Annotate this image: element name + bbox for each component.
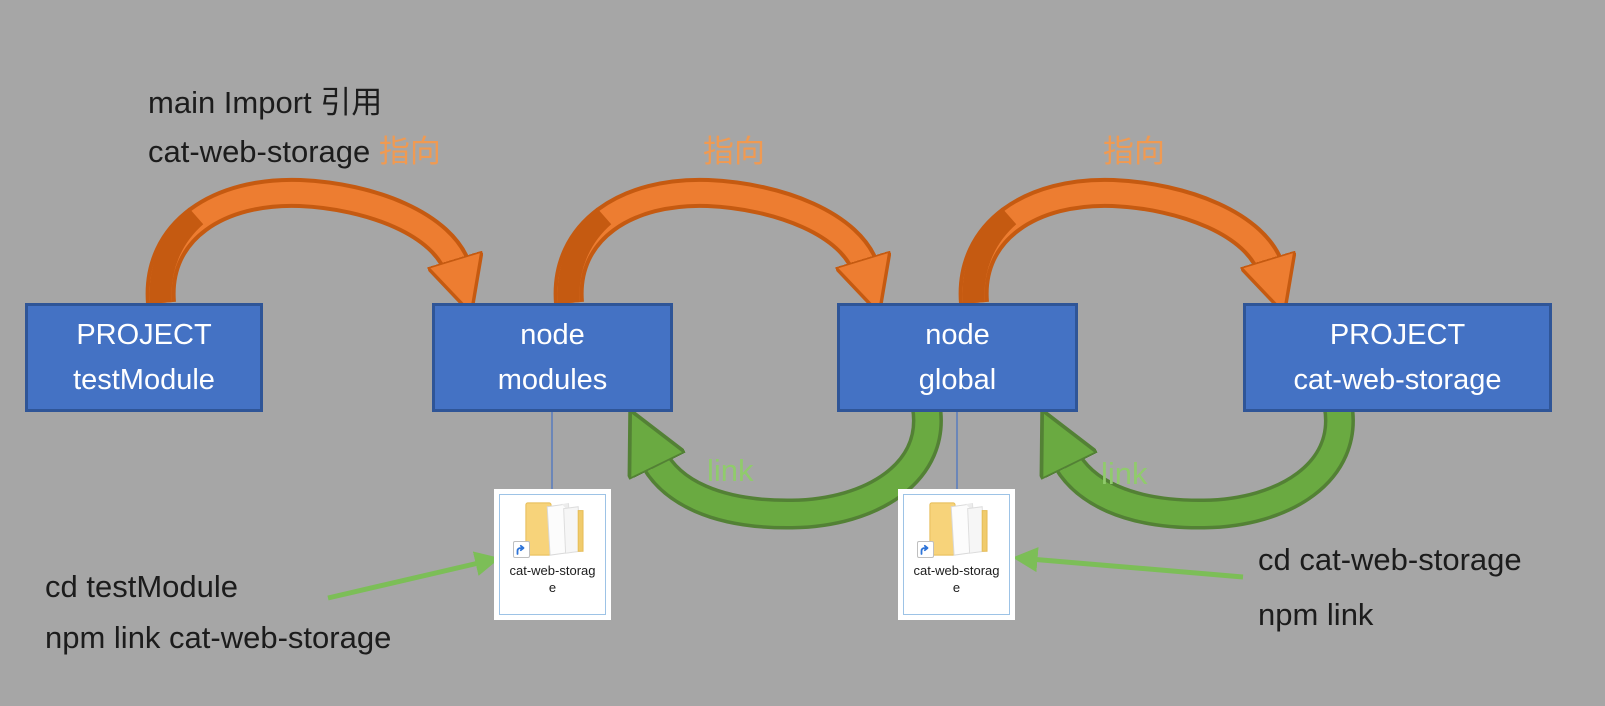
command-note-left: cd testModule npm link cat-web-storage bbox=[45, 561, 391, 663]
folder-glyph bbox=[928, 502, 988, 556]
pointer-label: 指向 bbox=[703, 134, 765, 169]
folder-caption: cat-web-storag e bbox=[509, 563, 596, 595]
box-label-line: PROJECT bbox=[76, 318, 212, 351]
folder-caption: cat-web-storag e bbox=[913, 563, 1000, 595]
node-box-node-modules: node modules bbox=[432, 303, 673, 412]
callout-arrow-left-folder bbox=[327, 551, 501, 601]
link-label: link bbox=[707, 453, 754, 488]
import-note: main Import 引用 cat-web-storage 指向 bbox=[148, 78, 441, 176]
box-label-line: testModule bbox=[73, 363, 215, 396]
pointer-arc-modules-to-global bbox=[553, 177, 866, 303]
box-label-line: cat-web-storage bbox=[1293, 363, 1502, 396]
folder-icon bbox=[916, 498, 993, 560]
pointer-label: 指向 bbox=[378, 134, 441, 169]
pointer-arc-testmodule-to-modules bbox=[145, 177, 458, 303]
box-label-line: modules bbox=[497, 363, 608, 396]
folder-shortcut-card: cat-web-storag e bbox=[494, 489, 611, 620]
command-line: cd testModule bbox=[45, 569, 238, 604]
link-arc-catwebstorage-to-global bbox=[1064, 402, 1355, 530]
callout-arrow-right-folder bbox=[1012, 547, 1244, 580]
node-box-node-global: node global bbox=[837, 303, 1078, 412]
shortcut-arrow-icon bbox=[512, 541, 530, 558]
box-label-line: PROJECT bbox=[1329, 318, 1466, 351]
pointer-label: 指向 bbox=[1103, 134, 1165, 169]
import-note-line1: main Import 引用 bbox=[148, 85, 383, 120]
folder-glyph bbox=[524, 502, 584, 556]
node-box-project-catwebstorage: PROJECT cat-web-storage bbox=[1243, 303, 1552, 412]
link-arc-global-to-modules bbox=[652, 402, 943, 530]
link-label: link bbox=[1101, 456, 1148, 491]
command-line: npm link bbox=[1258, 597, 1374, 632]
pointer-arc-global-to-catwebstorage bbox=[958, 177, 1271, 303]
node-box-project-testmodule: PROJECT testModule bbox=[25, 303, 263, 412]
folder-icon bbox=[512, 498, 589, 560]
box-label-line: node bbox=[925, 318, 990, 351]
box-label-line: global bbox=[918, 363, 997, 396]
command-line: cd cat-web-storage bbox=[1258, 542, 1522, 577]
command-note-right: cd cat-web-storage npm link bbox=[1258, 532, 1522, 642]
import-note-line2: cat-web-storage 指向 bbox=[148, 134, 441, 169]
box-label-line: node bbox=[520, 318, 585, 351]
shortcut-arrow-icon bbox=[916, 541, 934, 558]
folder-shortcut-card: cat-web-storag e bbox=[898, 489, 1015, 620]
command-line: npm link cat-web-storage bbox=[45, 620, 392, 655]
